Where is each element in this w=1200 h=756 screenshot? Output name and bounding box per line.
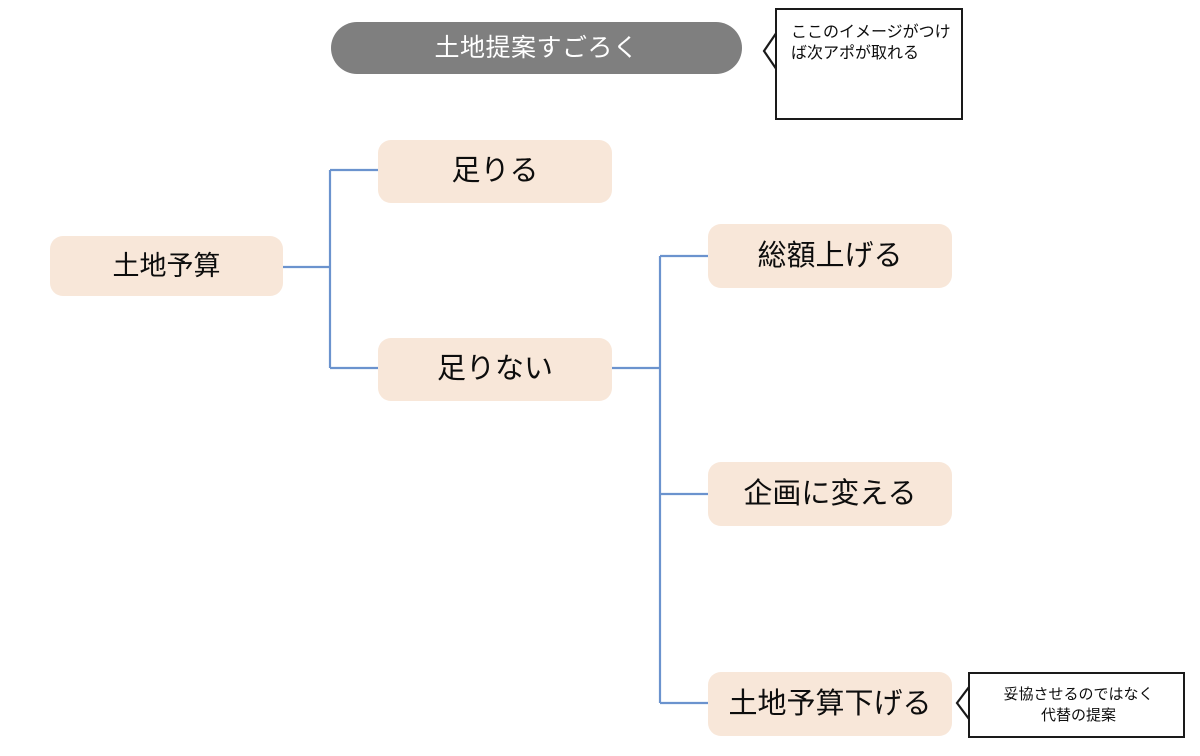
node-label: 土地予算: [112, 250, 221, 281]
diagram-title-pill: 土地提案すごろく: [331, 22, 742, 74]
diagram-title-label: 土地提案すごろく: [434, 33, 639, 62]
callout-bottom-line-2: 代替の提案: [1040, 706, 1116, 724]
node-label: 足りる: [451, 155, 539, 187]
node-tarinai[interactable]: 足りない: [378, 338, 612, 401]
node-tariru[interactable]: 足りる: [378, 140, 612, 203]
node-label: 土地予算下げる: [728, 687, 932, 720]
node-sougaku-ageru[interactable]: 総額上げる: [708, 224, 952, 288]
callout-bottom: 妥協させるのではなく 代替の提案: [968, 672, 1185, 738]
node-label: 総額上げる: [757, 239, 903, 272]
callout-top-text: ここのイメージがつけば次アポが取れる: [791, 24, 951, 63]
node-label: 足りない: [436, 353, 553, 385]
node-kikaku-ni-kaeru[interactable]: 企画に変える: [708, 462, 952, 526]
node-tochi-yosan[interactable]: 土地予算: [50, 236, 283, 296]
callout-top: ここのイメージがつけば次アポが取れる: [775, 8, 963, 120]
node-tochi-yosan-sageru[interactable]: 土地予算下げる: [708, 672, 952, 736]
callout-bottom-line-1: 妥協させるのではなく: [1003, 686, 1154, 703]
callout-bottom-text: 妥協させるのではなく 代替の提案: [982, 685, 1175, 726]
node-label: 企画に変える: [743, 477, 917, 510]
